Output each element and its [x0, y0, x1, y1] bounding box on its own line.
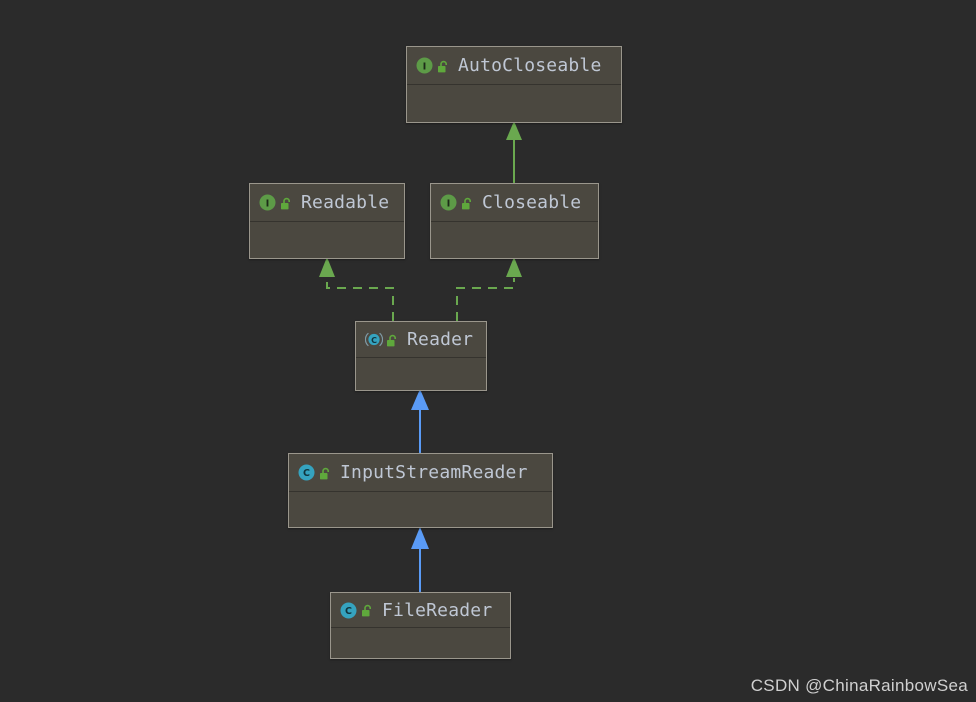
uml-node-members	[289, 492, 552, 565]
public-unlocked-padlock-icon	[386, 333, 399, 347]
uml-node-title: FileReader	[382, 599, 493, 621]
svg-text:C: C	[303, 468, 310, 479]
interface-icon: I	[440, 194, 457, 211]
public-unlocked-padlock-icon	[461, 196, 474, 210]
uml-node-members	[431, 222, 598, 296]
uml-node-autocloseable[interactable]: I AutoCloseable	[406, 46, 622, 123]
uml-node-header: I Readable	[250, 184, 404, 222]
uml-node-members	[331, 628, 510, 693]
uml-node-readable[interactable]: I Readable	[249, 183, 405, 259]
interface-icon: I	[259, 194, 276, 211]
svg-text:I: I	[447, 198, 451, 209]
uml-node-filereader[interactable]: C FileReader	[330, 592, 511, 659]
svg-text:C: C	[345, 606, 352, 617]
uml-node-reader[interactable]: C Reader	[355, 321, 487, 391]
class-icon: C	[340, 602, 357, 619]
public-unlocked-padlock-icon	[319, 466, 332, 480]
public-unlocked-padlock-icon	[437, 59, 450, 73]
abstract-class-icon: C	[364, 331, 384, 348]
public-unlocked-padlock-icon	[361, 603, 374, 617]
svg-text:I: I	[266, 198, 270, 209]
svg-text:I: I	[423, 61, 427, 72]
uml-node-header: I Closeable	[431, 184, 598, 222]
watermark-text: CSDN @ChinaRainbowSea	[750, 676, 968, 695]
uml-node-header: C InputStreamReader	[289, 454, 552, 492]
uml-node-header: C Reader	[356, 322, 486, 358]
uml-node-title: Readable	[301, 192, 390, 213]
uml-node-title: AutoCloseable	[458, 55, 602, 76]
class-icon: C	[298, 464, 315, 481]
uml-node-header: I AutoCloseable	[407, 47, 621, 85]
uml-node-title: Reader	[407, 329, 474, 350]
uml-node-members	[407, 85, 621, 160]
uml-node-inputstreamreader[interactable]: C InputStreamReader	[288, 453, 553, 528]
uml-node-closeable[interactable]: I Closeable	[430, 183, 599, 259]
uml-node-members	[250, 222, 404, 296]
uml-node-title: Closeable	[482, 192, 582, 213]
interface-icon: I	[416, 57, 433, 74]
uml-node-members	[356, 358, 486, 426]
uml-node-header: C FileReader	[331, 593, 510, 628]
public-unlocked-padlock-icon	[280, 196, 293, 210]
uml-node-title: InputStreamReader	[340, 462, 528, 483]
svg-text:C: C	[371, 336, 377, 345]
